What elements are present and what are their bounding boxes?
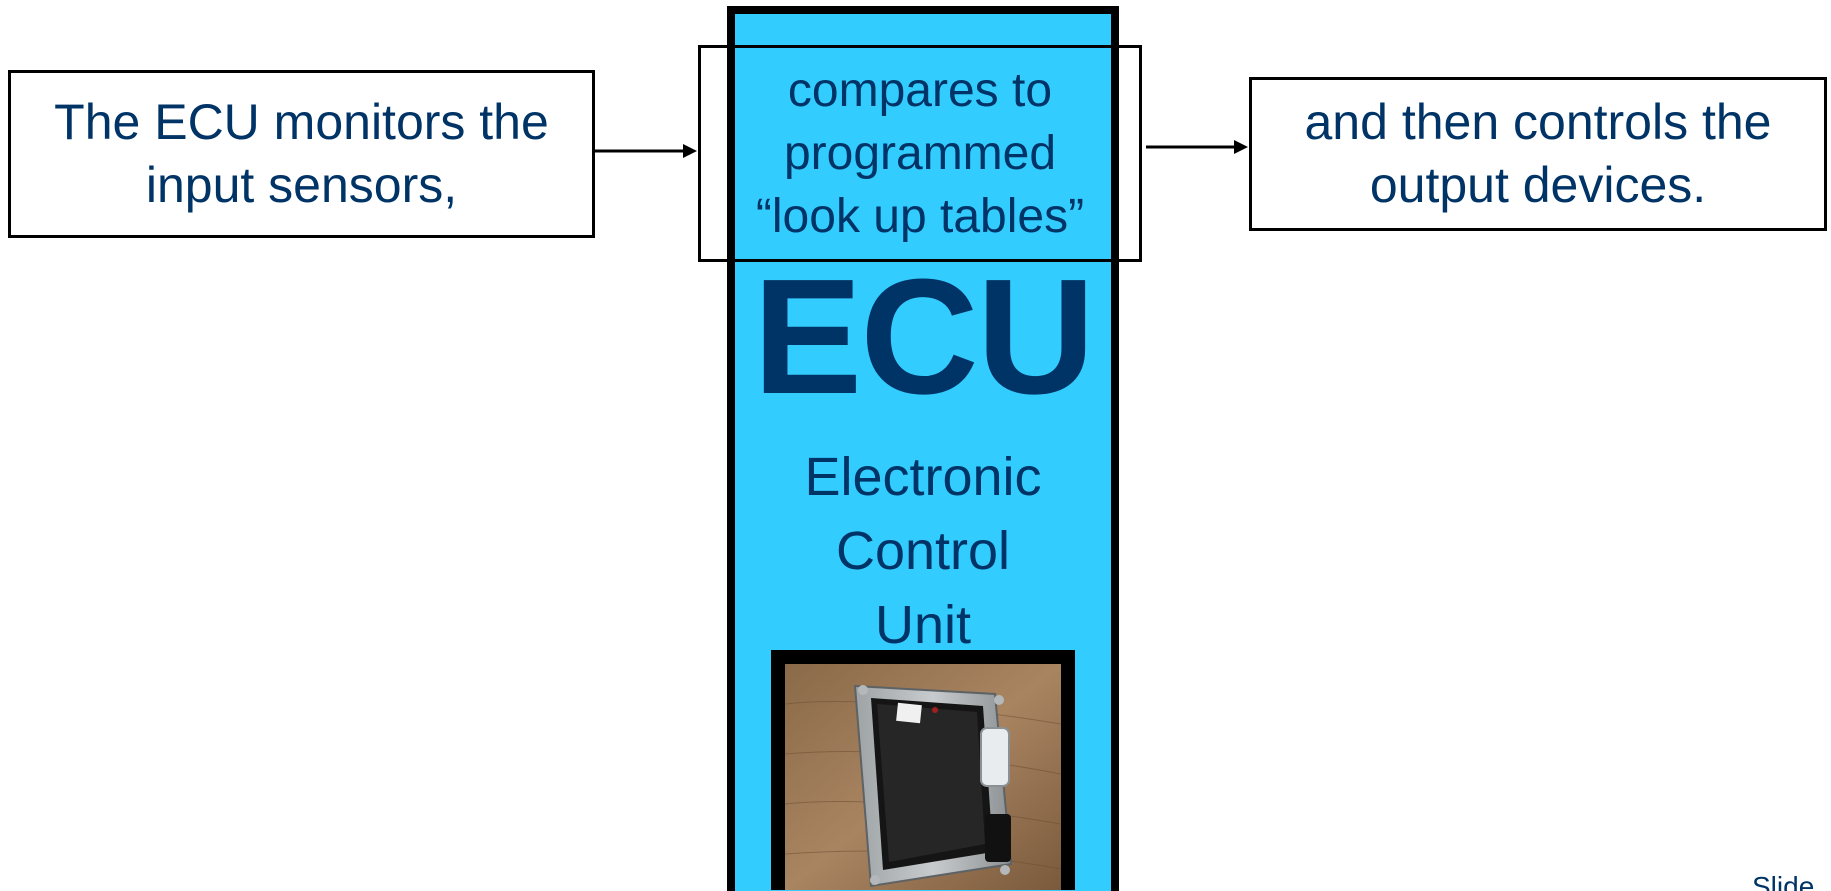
ecu-title: ECU <box>752 245 1095 428</box>
slide-footer-label: Slide <box>1752 871 1815 891</box>
ecu-subtitle-line-1: Electronic <box>804 447 1042 507</box>
ecu-subtitle-line-3: Unit <box>874 595 972 655</box>
ecu-subtitle-line-2: Control <box>835 521 1011 581</box>
ecu-photo <box>771 650 1075 890</box>
input-step-line-1: The ECU monitors the <box>54 94 549 150</box>
input-step-line-2: input sensors, <box>145 157 458 213</box>
input-step-box: The ECU monitors the input sensors, <box>8 70 595 238</box>
output-step-box: and then controls the output devices. <box>1249 77 1827 231</box>
ecu-module-image <box>785 664 1061 890</box>
input-to-compare-arrow <box>595 144 697 158</box>
ecu-subtitle: Electronic Control Unit <box>727 440 1119 662</box>
output-step-text: and then controls the output devices. <box>1305 91 1772 217</box>
compare-step-box: compares to programmed “look up tables” <box>698 45 1142 262</box>
compare-step-text: compares to programmed “look up tables” <box>756 59 1084 248</box>
compare-to-output-arrow <box>1146 140 1248 154</box>
compare-step-line-1: compares to <box>787 64 1053 117</box>
input-step-text: The ECU monitors the input sensors, <box>54 91 549 217</box>
compare-step-line-2: programmed <box>783 127 1057 180</box>
compare-step-line-3: “look up tables” <box>755 190 1085 243</box>
output-step-line-1: and then controls the <box>1304 94 1772 150</box>
output-step-line-2: output devices. <box>1369 157 1707 213</box>
